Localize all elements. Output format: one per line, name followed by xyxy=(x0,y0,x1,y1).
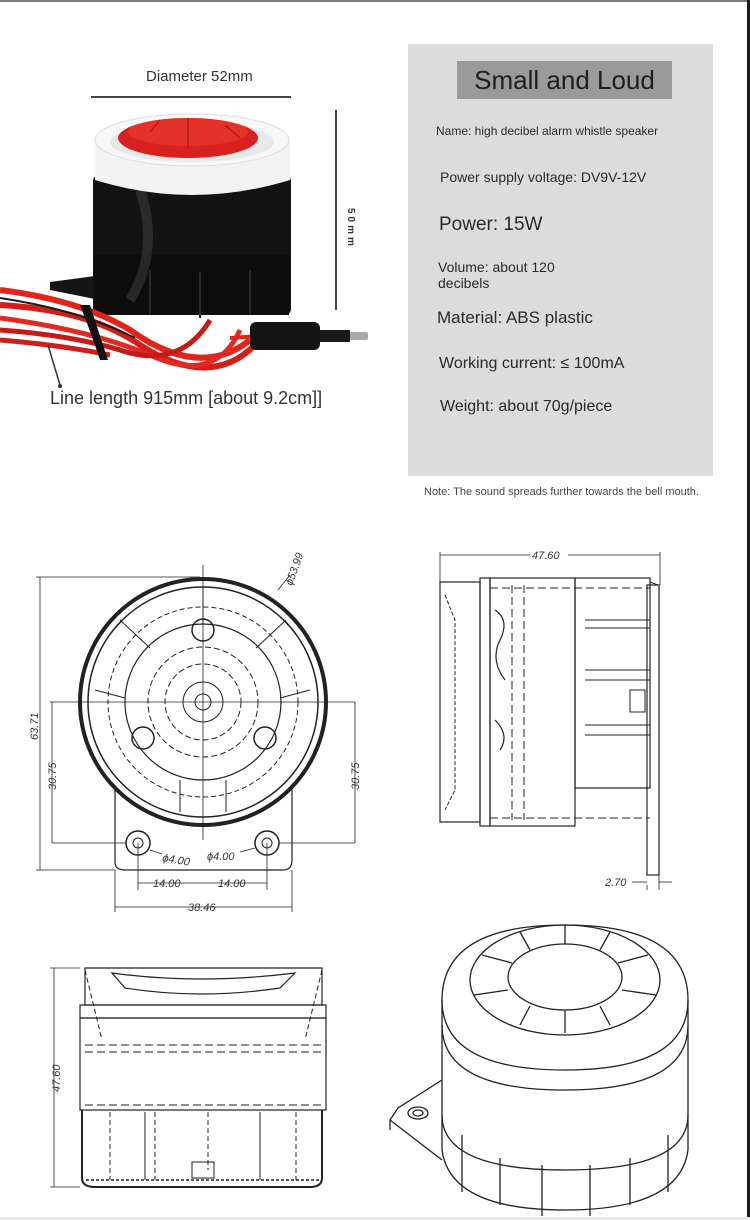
dim-total-height: 63.71 xyxy=(29,712,41,740)
diameter-dimension-line xyxy=(91,96,291,98)
spec-weight: Weight: about 70g/piece xyxy=(440,398,613,415)
dim-hole-left: ϕ4.00 xyxy=(161,852,191,869)
spec-voltage: Power supply voltage: DV9V-12V xyxy=(440,169,647,185)
isometric-view-drawing xyxy=(389,924,689,1216)
dim-left-offset: 30.75 xyxy=(47,762,59,790)
spec-name: Name: high decibel alarm whistle speaker xyxy=(436,124,659,138)
front-view-drawing: 47.60 xyxy=(50,967,327,1188)
diameter-label: Diameter 52mm xyxy=(146,68,253,85)
dim-right-offset: 30.75 xyxy=(350,762,362,790)
right-border xyxy=(747,0,750,1220)
dim-flange-width: 38.46 xyxy=(188,902,216,914)
dim-spacing-left: 14.00 xyxy=(153,878,181,890)
height-label: 50mm xyxy=(345,208,356,249)
spec-volume: Volume: about 120 decibels xyxy=(438,259,555,291)
product-photo xyxy=(0,113,368,388)
spec-title: Small and Loud xyxy=(457,61,672,99)
sound-note: Note: The sound spreads further towards … xyxy=(424,486,699,498)
spec-current: Working current: ≤ 100mA xyxy=(439,355,625,372)
dim-spacing-right: 14.00 xyxy=(218,878,246,890)
side-view-drawing: 47.60 2.70 xyxy=(439,547,672,890)
spec-panel: Small and Loud Name: high decibel alarm … xyxy=(408,44,713,476)
dim-diameter: ϕ53.99 xyxy=(284,551,307,587)
top-view-drawing: ϕ53.99 63.71 30.75 30.75 ϕ4.00 ϕ4.00 14.… xyxy=(29,551,362,914)
spec-material: Material: ABS plastic xyxy=(437,308,593,327)
top-border xyxy=(0,0,750,2)
height-dimension-line xyxy=(335,110,337,310)
line-length-label: Line length 915mm [about 9.2cm]] xyxy=(50,388,323,408)
bottom-border xyxy=(0,1217,750,1220)
dim-hole-right: ϕ4.00 xyxy=(207,851,235,863)
spec-power: Power: 15W xyxy=(439,214,543,235)
dim-flange-thickness: 2.70 xyxy=(604,877,627,889)
dim-front-height: 47.60 xyxy=(51,1064,63,1092)
dim-side-length: 47.60 xyxy=(532,550,560,562)
